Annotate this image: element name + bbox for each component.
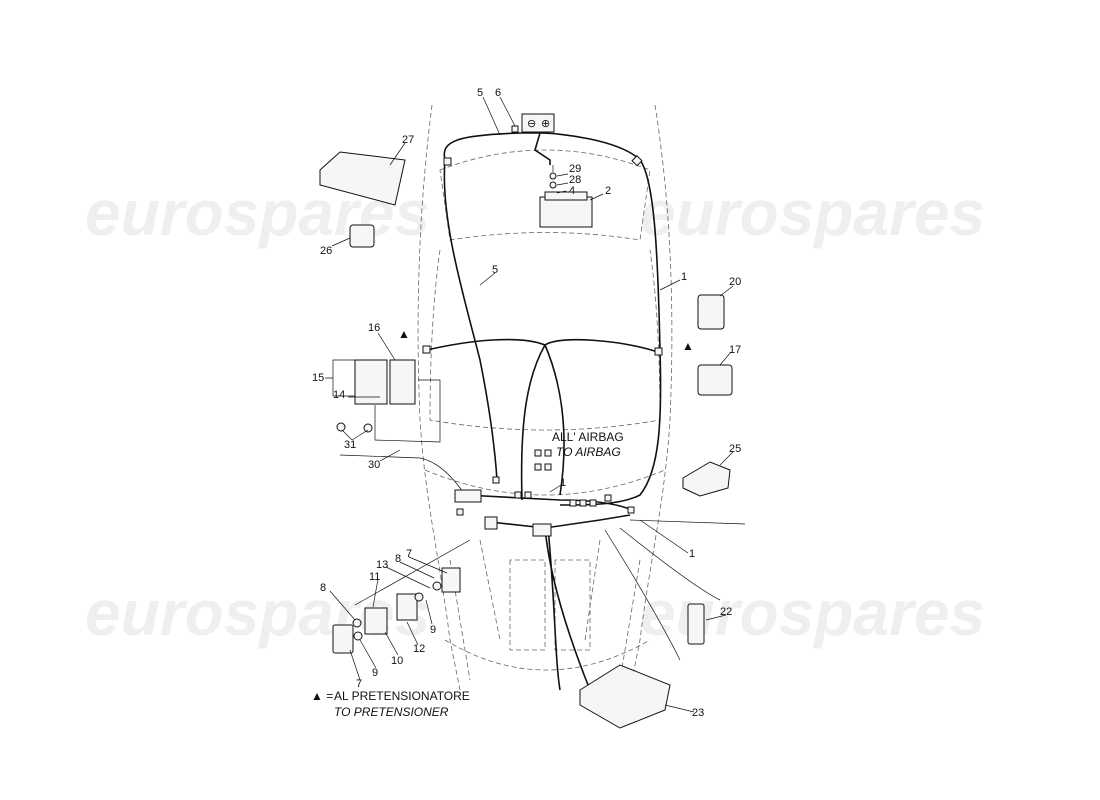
callout-25: 25 xyxy=(729,443,741,455)
callout-16: 16 xyxy=(368,322,380,334)
callout-2: 2 xyxy=(605,185,611,197)
airbag-note-english: TO AIRBAG xyxy=(556,445,621,459)
callout-1: 1 xyxy=(689,548,695,560)
fuse-box-15 xyxy=(336,359,441,443)
callout-15: 15 xyxy=(312,372,324,384)
callout-8: 8 xyxy=(395,553,401,565)
legend-english: TO PRETENSIONER xyxy=(334,705,449,719)
pretensioner-marker-icon: ▲ xyxy=(398,327,410,341)
svg-text:⊕: ⊕ xyxy=(541,118,550,130)
fuse-panel-27 xyxy=(319,151,406,206)
callout-29: 29 xyxy=(569,163,581,175)
car-outline xyxy=(417,104,673,691)
svg-text:⊖: ⊖ xyxy=(527,118,536,130)
callout-1: 1 xyxy=(681,271,687,283)
callout-1: 1 xyxy=(560,477,566,489)
relay-17 xyxy=(697,364,733,396)
airbag-control-unit-23 xyxy=(579,664,671,729)
callout-22: 22 xyxy=(720,606,732,618)
callout-17: 17 xyxy=(729,344,741,356)
callout-4: 4 xyxy=(569,185,575,197)
sensor-22 xyxy=(687,603,705,645)
callout-20: 20 xyxy=(729,276,741,288)
callout-5: 5 xyxy=(492,264,498,276)
pretensioner-marker-icon: ▲ xyxy=(682,339,694,353)
callout-labels: 5 6 27 29 28 4 2 26 5 1 20 16 17 15 14 3… xyxy=(312,87,741,719)
callout-10: 10 xyxy=(391,655,403,667)
legend-italian: AL PRETENSIONATORE xyxy=(334,689,470,703)
watermark: eurospares xyxy=(640,177,985,249)
callout-30: 30 xyxy=(368,459,380,471)
callout-7: 7 xyxy=(406,548,412,560)
callout-26: 26 xyxy=(320,245,332,257)
callout-27: 27 xyxy=(402,134,414,146)
callout-13: 13 xyxy=(376,559,388,571)
relay-26 xyxy=(349,224,375,248)
callout-14: 14 xyxy=(333,389,345,401)
callout-23: 23 xyxy=(692,707,704,719)
callout-12: 12 xyxy=(413,643,425,655)
callout-9: 9 xyxy=(372,667,378,679)
callout-11: 11 xyxy=(369,571,380,583)
callout-9: 9 xyxy=(430,624,436,636)
pretensioner-connectors xyxy=(332,567,461,654)
callout-8: 8 xyxy=(320,582,326,594)
wiring-harness xyxy=(339,125,746,691)
callout-6: 6 xyxy=(495,87,501,99)
airbag-note-italian: ALL' AIRBAG xyxy=(552,430,624,444)
leader-lines xyxy=(325,96,734,713)
callout-31: 31 xyxy=(344,439,356,451)
relay-20 xyxy=(697,294,725,330)
callout-5: 5 xyxy=(477,87,483,99)
legend-symbol: ▲ = xyxy=(311,689,333,703)
callout-7: 7 xyxy=(356,678,362,690)
battery: ⊖⊕ xyxy=(521,113,593,228)
callout-28: 28 xyxy=(569,174,581,186)
module-25 xyxy=(682,461,731,497)
